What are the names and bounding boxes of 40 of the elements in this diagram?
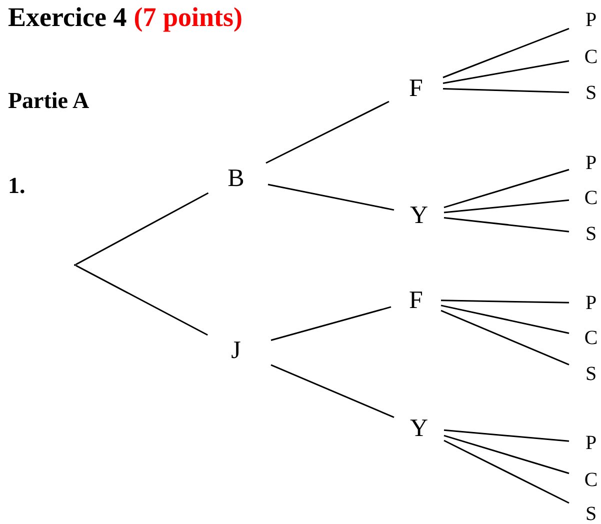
branch-line: [270, 306, 392, 341]
outcome-label: C: [584, 188, 598, 208]
points-note: (7 points): [134, 2, 242, 33]
outcome-label: S: [585, 364, 597, 384]
branch-line: [444, 168, 570, 208]
branch-line: [444, 217, 570, 232]
outcome-label: C: [584, 47, 598, 67]
outcome-label: S: [585, 224, 597, 244]
branch-line: [442, 28, 570, 78]
outcome-label: P: [585, 153, 597, 173]
branch-line: [76, 192, 209, 266]
branch-line: [270, 364, 394, 418]
outcome-label: F: [409, 76, 423, 100]
branch-line: [440, 300, 570, 304]
branch-line: [444, 434, 570, 474]
outcome-label: P: [585, 433, 597, 453]
outcome-label: S: [585, 83, 597, 103]
outcome-label: C: [584, 470, 598, 490]
outcome-label: S: [585, 504, 597, 524]
branch-line: [440, 304, 570, 334]
branch-line: [442, 88, 570, 94]
branch-line: [268, 184, 394, 211]
outcome-label: B: [228, 166, 244, 190]
branch-line: [444, 199, 570, 214]
section-heading: Partie A: [8, 88, 90, 114]
branch-line: [76, 264, 208, 336]
question-number: 1.: [8, 173, 26, 199]
branch-line: [444, 429, 570, 442]
outcome-label: Y: [410, 202, 428, 228]
outcome-label: Y: [410, 416, 428, 440]
outcome-label: P: [585, 293, 597, 313]
outcome-label: F: [409, 288, 423, 312]
outcome-label: P: [585, 10, 597, 30]
branch-line: [442, 60, 570, 84]
branch-line: [440, 310, 570, 366]
outcome-label: C: [584, 328, 598, 348]
branch-line: [444, 440, 570, 504]
outcome-label: J: [231, 338, 241, 362]
exercise-title: Exercice 4: [8, 2, 127, 33]
branch-line: [266, 100, 390, 164]
